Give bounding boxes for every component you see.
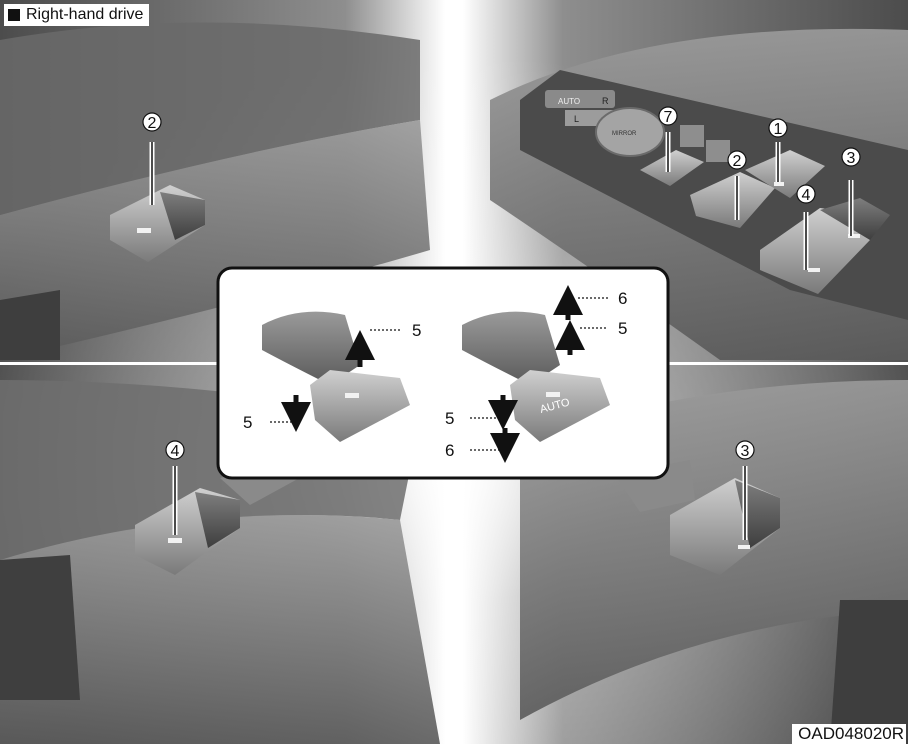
mirror-r-label: R [602, 96, 609, 106]
inset-label-right-down: 5 [445, 409, 454, 428]
callout-7-label: 7 [664, 109, 673, 126]
mirror-l-label: L [574, 114, 579, 124]
drive-side-text: Right-hand drive [26, 4, 143, 26]
inset-label-left-down: 5 [243, 413, 252, 432]
auto-mini-label: AUTO [558, 97, 580, 106]
inset-operation-detail: 5 5 AUTO 6 5 5 6 [218, 268, 668, 478]
callout-2r-label: 2 [733, 153, 742, 170]
mirror-knob-label: MIRROR [612, 131, 637, 137]
callout-3l-label: 3 [741, 443, 750, 460]
door-lock-button[interactable] [706, 140, 730, 162]
callout-1-label: 1 [774, 121, 783, 138]
window-lock-button[interactable] [680, 125, 704, 147]
inset-label-left-up: 5 [412, 321, 421, 340]
drive-side-label: Right-hand drive [4, 4, 149, 26]
callout-3-label: 3 [847, 150, 856, 167]
inset-label-right-up-auto: 6 [618, 289, 627, 308]
callout-4-label: 4 [802, 187, 811, 204]
inset-label-right-down-auto: 6 [445, 441, 454, 460]
inset-label-right-up: 5 [618, 319, 627, 338]
figure-code: OAD048020R [792, 724, 906, 744]
callout-4l-label: 4 [171, 443, 180, 460]
callout-2-label: 2 [148, 115, 157, 132]
square-bullet-icon [8, 9, 20, 21]
